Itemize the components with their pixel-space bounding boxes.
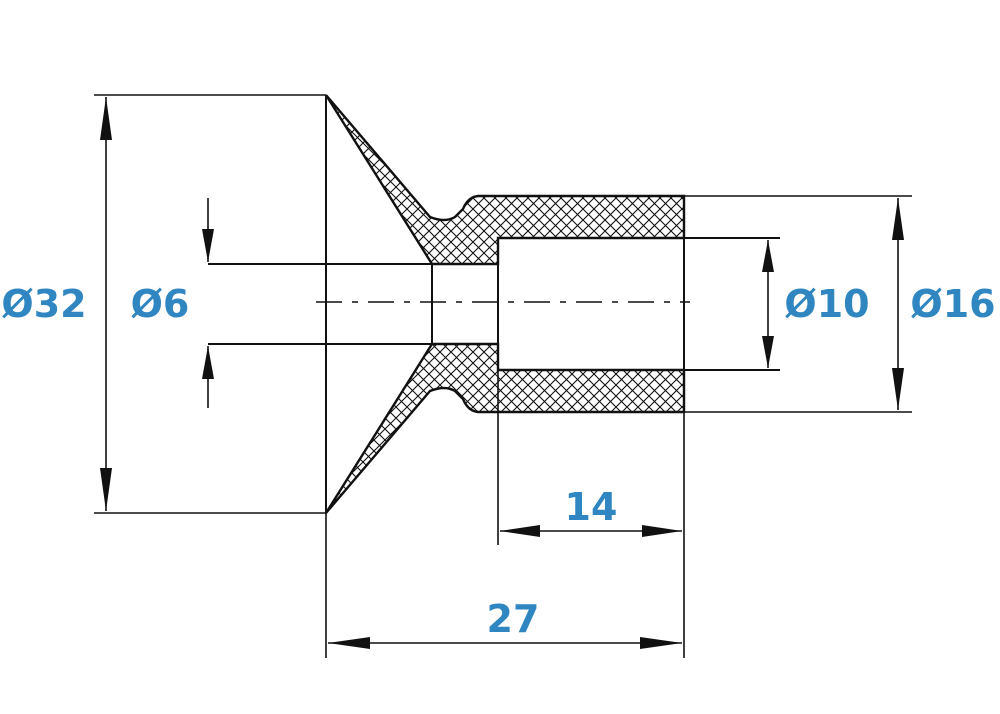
label-shank-diameter: Ø16 [910, 282, 995, 326]
upper-section-hatch [324, 94, 686, 266]
label-overall-length: 27 [487, 597, 540, 641]
arrow-depth-left [500, 525, 540, 537]
label-outer-diameter: Ø32 [1, 282, 86, 326]
arrow-outer-bottom [100, 468, 112, 511]
arrow-overall-right [640, 637, 682, 649]
arrow-outer-top [100, 97, 112, 140]
arrow-depth-right [642, 525, 682, 537]
label-hole-diameter: Ø6 [131, 282, 190, 326]
arrow-shank-top [892, 198, 904, 240]
arrow-overall-left [328, 637, 370, 649]
arrow-bore-bottom [762, 336, 774, 368]
arrow-hole-top [202, 229, 214, 262]
arrow-shank-bottom [892, 368, 904, 410]
label-bore-depth: 14 [565, 485, 618, 529]
arrow-bore-top [762, 240, 774, 272]
label-bore-diameter: Ø10 [784, 282, 869, 326]
arrow-hole-bottom [202, 346, 214, 379]
